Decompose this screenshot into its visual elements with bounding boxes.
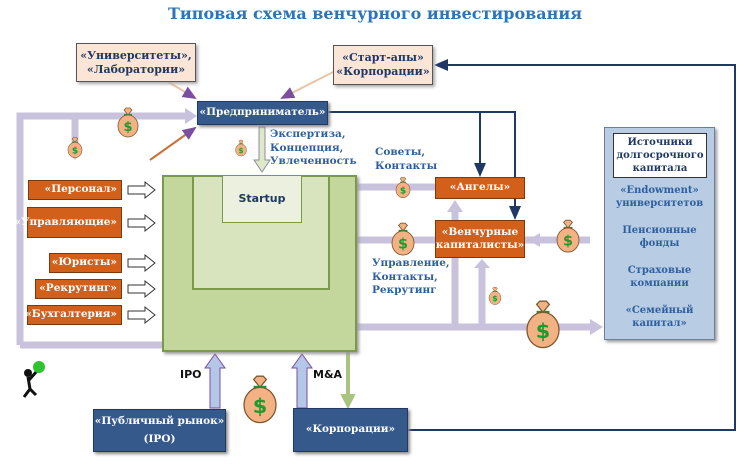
ma-label: M&A bbox=[313, 368, 343, 381]
money-bag-icon bbox=[395, 177, 411, 199]
source-insurance: Страховые компании bbox=[627, 265, 692, 289]
entrepreneur-box: «Предприниматель» bbox=[197, 101, 328, 125]
source-pension-funds: Пенсионные фонды bbox=[622, 225, 697, 249]
person-carrying-money-icon bbox=[22, 361, 45, 398]
staff-box-recruiting: «Рекрутинг» bbox=[35, 279, 122, 299]
source-family-capital: «Семейный капитал» bbox=[625, 305, 694, 329]
startups-corporations-box: «Старт-апы» «Корпорации» bbox=[333, 45, 433, 85]
money-bag-icon bbox=[235, 139, 247, 157]
staff-box-managers: «Управляющие» bbox=[14, 207, 122, 238]
staff-box-accounting: «Бухгалтерия» bbox=[25, 305, 122, 325]
money-bag-icon bbox=[526, 300, 560, 349]
money-bag-icon bbox=[243, 375, 277, 424]
money-bag-icon bbox=[556, 219, 580, 253]
staff-box-lawyers: «Юристы» bbox=[49, 253, 122, 273]
staff-box-personnel: «Персонал» bbox=[28, 180, 122, 200]
advice-label: Советы, Контакты bbox=[375, 146, 438, 172]
sources-header: Источники долгосрочного капитала bbox=[613, 133, 707, 178]
ipo-label: IPO bbox=[180, 368, 202, 381]
venture-capitalists-box: «Венчурные капиталисты» bbox=[435, 220, 525, 258]
money-bag-icon bbox=[391, 222, 415, 256]
expertise-label: Экспертиза, Концепция, Увлеченность bbox=[270, 128, 357, 168]
money-bag-icon bbox=[67, 137, 83, 159]
management-label: Управление, Контакты, Рекрутинг bbox=[372, 257, 450, 297]
corporations-box: «Корпорации» bbox=[293, 408, 408, 452]
long-term-capital-sources: Источники долгосрочного капитала «Endowm… bbox=[604, 127, 715, 340]
angels-box: «Ангелы» bbox=[435, 177, 525, 199]
money-bag-icon bbox=[117, 107, 139, 138]
page-title: Типовая схема венчурного инвестирования bbox=[167, 4, 583, 23]
source-endowment: «Endowment» университетов bbox=[615, 185, 704, 209]
public-market-box: «Публичный рынок» (IPO) bbox=[93, 409, 226, 452]
universities-box: «Университеты», «Лаборатории» bbox=[76, 43, 196, 82]
money-bag-icon bbox=[488, 286, 502, 305]
startup-box: Startup bbox=[222, 175, 302, 223]
